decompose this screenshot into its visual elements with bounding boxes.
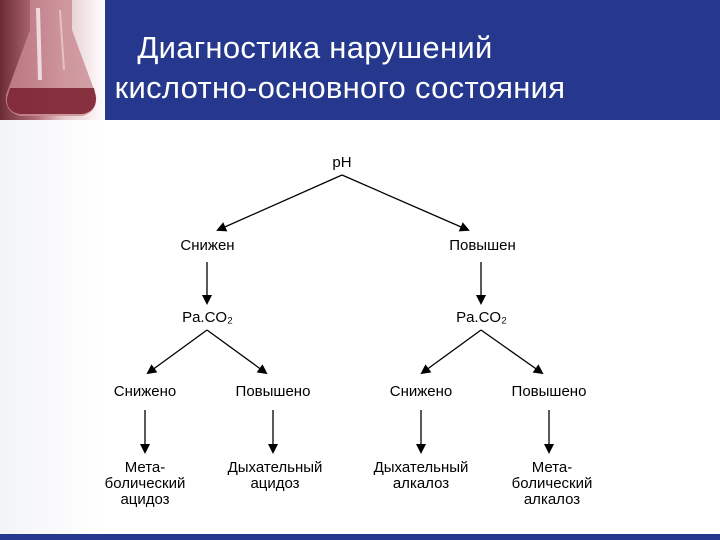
connector-paco2-left-lr (206, 329, 268, 375)
node-povyshen: Повышен (449, 237, 516, 254)
flask-icon (5, 0, 97, 116)
node-snizheno-right: Снижено (389, 383, 453, 400)
node-metabolic-alkalosis-line1: Мета- (531, 459, 573, 476)
node-metabolic-alkalosis-line2: болический (511, 475, 593, 492)
connector-paco2-right-rl (420, 329, 482, 375)
node-respiratory-acidosis: Дыхательный ацидоз (210, 460, 340, 492)
node-paco2-right: Pa.CO₂ (456, 309, 507, 326)
node-metabolic-acidosis-line2: болический (104, 475, 186, 492)
node-snizheno-left: Снижено (113, 383, 177, 400)
node-metabolic-acidosis: Мета- болический ацидоз (85, 460, 205, 508)
node-metabolic-alkalosis: Мета- болический алкалоз (492, 460, 612, 508)
node-ph: pH (332, 154, 352, 171)
node-povysheno-right: Повышено (511, 383, 587, 400)
connector-paco2-right-rr (480, 329, 544, 375)
slide-header: Диагностика нарушений кислотно-основного… (0, 0, 720, 120)
flask-image (0, 0, 105, 120)
node-metabolic-alkalosis-line3: алкалоз (523, 491, 581, 508)
slide-title: Диагностика нарушений кислотно-основного… (0, 28, 720, 108)
node-metabolic-acidosis-line1: Мета- (124, 459, 166, 476)
node-respiratory-acidosis-line2: ацидоз (250, 475, 300, 492)
title-line-2: кислотно-основного состояния (114, 70, 566, 105)
node-metabolic-acidosis-line3: ацидоз (120, 491, 170, 508)
node-respiratory-alkalosis-line2: алкалоз (392, 475, 450, 492)
title-band (105, 0, 720, 120)
connector-ph-left (216, 174, 343, 232)
node-snizhen: Снижен (180, 237, 235, 254)
node-respiratory-alkalosis-line1: Дыхательный (373, 459, 469, 476)
connector-paco2-left-ll (146, 329, 208, 375)
node-respiratory-acidosis-line1: Дыхательный (227, 459, 323, 476)
side-stripe (0, 120, 105, 540)
node-povysheno-left: Повышено (235, 383, 311, 400)
node-respiratory-alkalosis: Дыхательный алкалоз (356, 460, 486, 492)
node-paco2-left: Pa.CO₂ (182, 309, 233, 326)
title-line-1: Диагностика нарушений (137, 30, 493, 65)
footer-bar (0, 534, 720, 540)
connector-ph-right (341, 174, 470, 232)
